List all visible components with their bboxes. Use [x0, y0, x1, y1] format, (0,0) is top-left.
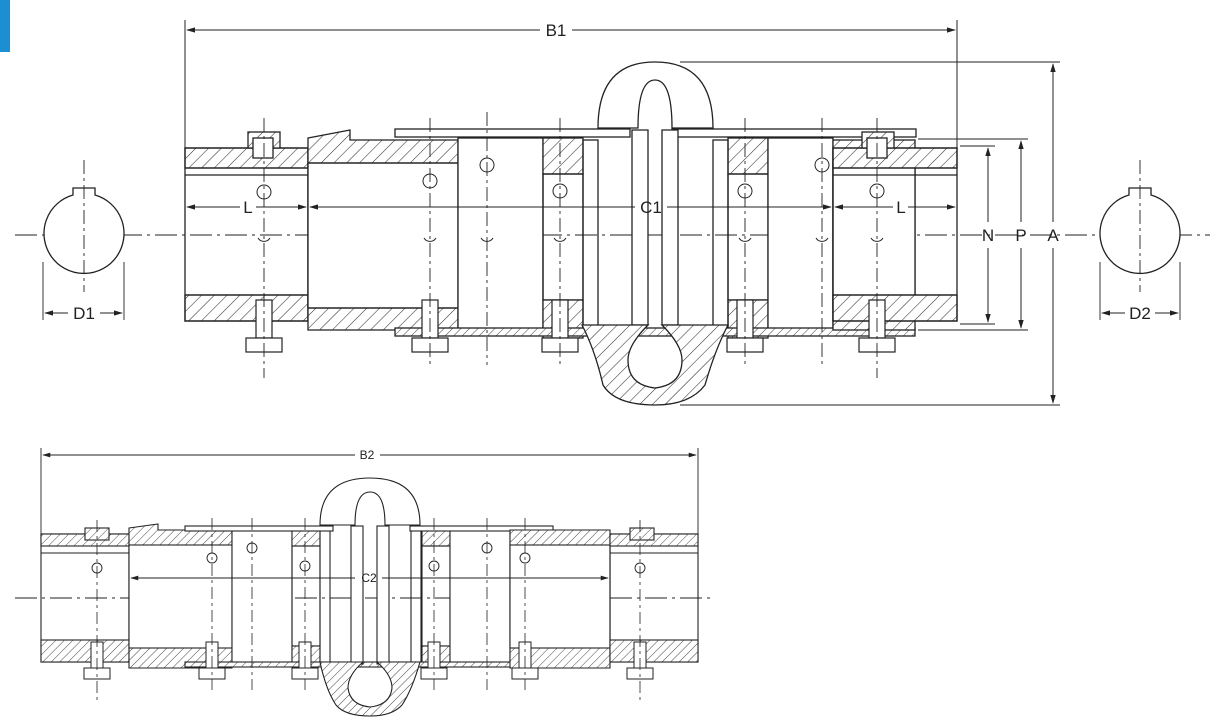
flexible-element-small-bottom [319, 661, 421, 717]
flexible-element-bottom [580, 324, 730, 406]
accent-tab [0, 0, 10, 52]
dim-d2-label: D2 [1129, 304, 1151, 323]
dim-p-label: P [1015, 226, 1026, 245]
dim-l-left-label: L [243, 198, 252, 217]
bottom-dimensions [40, 448, 699, 581]
dim-a-label: A [1047, 226, 1059, 245]
shaft-end-left [42, 160, 125, 320]
dim-c1-label: C1 [640, 198, 662, 217]
shaft-end-right [1099, 160, 1181, 320]
top-dimension-labels: B1 C1 L L D1 D2 N P A [73, 21, 1151, 323]
dim-b2-label: B2 [360, 448, 375, 462]
dim-l-right-label: L [896, 198, 905, 217]
top-coupling-section [15, 61, 1210, 406]
port-holes-top [256, 157, 885, 242]
dim-c2-label: C2 [361, 571, 377, 585]
top-dimensions [44, 20, 1179, 406]
bottom-coupling-section [15, 477, 710, 717]
flexible-element-top [597, 61, 714, 129]
bottom-dimension-labels: B2 C2 [360, 448, 377, 585]
dim-n-label: N [982, 226, 994, 245]
dim-d1-label: D1 [73, 304, 95, 323]
dim-b1-label: B1 [546, 21, 567, 40]
flexible-element-small-top [319, 477, 421, 526]
